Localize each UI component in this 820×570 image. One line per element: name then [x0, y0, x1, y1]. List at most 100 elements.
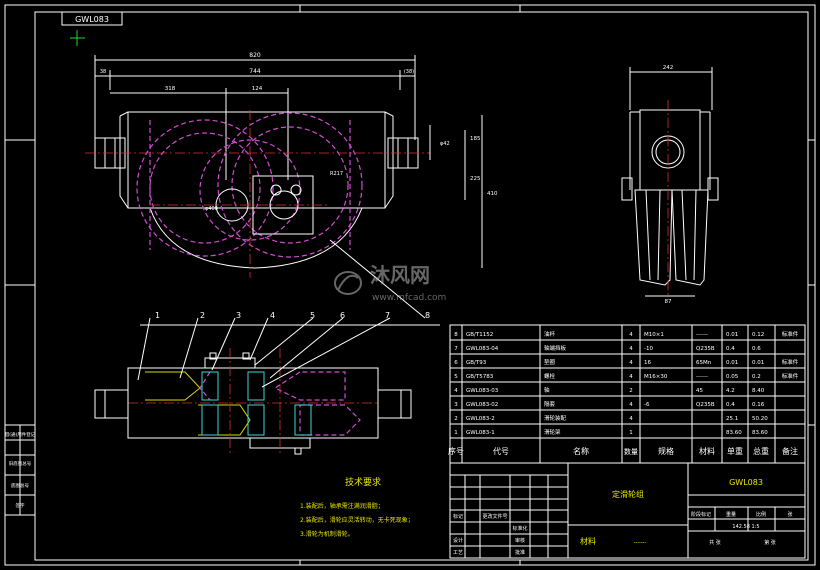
code-box-text: GWL083	[75, 15, 109, 24]
parts-cell-code: GWL083-2	[466, 416, 495, 422]
tb-scale-values: 142.58 1:5	[732, 524, 759, 530]
parts-cell-qty: 1	[629, 430, 633, 436]
parts-cell-material: Q235B	[696, 346, 715, 352]
dim-inner: 744	[249, 68, 261, 75]
parts-cell-name: 垫圈	[544, 358, 556, 366]
parts-cell-unit: 4.2	[726, 388, 735, 394]
parts-cell-no: 8	[454, 332, 458, 338]
header-name: 名称	[573, 446, 589, 456]
tech-req-3: 3.滑轮为机制滑轮。	[300, 530, 354, 538]
dim-right-end: (38)	[404, 69, 414, 75]
parts-cell-unit: 0.4	[726, 346, 735, 352]
parts-cell-unit: 0.01	[726, 332, 738, 338]
parts-cell-spec: -10	[644, 346, 653, 352]
parts-cell-qty: 4	[629, 374, 633, 380]
balloon-6: 6	[340, 311, 345, 320]
parts-cell-unit: 25.1	[726, 416, 738, 422]
parts-cell-total: 83.60	[752, 430, 768, 436]
header-qty: 数量	[624, 447, 638, 456]
material-label: 材料	[580, 536, 596, 546]
parts-cell-total: 8.40	[752, 388, 765, 394]
header-spec: 规格	[658, 446, 674, 456]
parts-cell-total: 50.20	[752, 416, 768, 422]
tech-req-2: 2.装配后，滑轮应灵活转动，无卡死现象；	[300, 516, 414, 524]
balloon-8: 8	[425, 311, 430, 320]
parts-cell-material: 45	[696, 388, 703, 394]
dim-overall: 820	[249, 52, 261, 59]
parts-cell-unit: 0.4	[726, 402, 735, 408]
tb-row-design: 设计	[453, 537, 463, 544]
margin-label-4: 签字	[16, 502, 25, 509]
parts-cell-material: ------	[696, 332, 708, 338]
parts-cell-code: GWL083-02	[466, 402, 498, 408]
tb-col-change: 更改文件号	[482, 513, 507, 520]
parts-cell-total: 0.01	[752, 360, 764, 366]
balloon-4: 4	[270, 311, 275, 320]
tech-req-title: 技术要求	[345, 476, 381, 488]
tb-label-sheet: 张	[787, 511, 792, 518]
parts-cell-unit: 0.05	[726, 374, 739, 380]
dim-height-b: 225	[470, 176, 481, 182]
parts-cell-material: 65Mn	[696, 360, 712, 366]
dim-total-height: 410	[487, 191, 498, 197]
tb-col-standard: 标准化	[512, 525, 527, 532]
balloon-leaders	[137, 239, 440, 388]
parts-cell-qty: 4	[629, 360, 633, 366]
parts-cell-no: 1	[454, 430, 458, 436]
balloon-1: 1	[155, 311, 160, 320]
tb-sheet-no: 第 张	[764, 539, 776, 546]
parts-cell-name: 隔套	[544, 400, 556, 408]
parts-cell-spec: M10×1	[644, 332, 664, 338]
parts-cell-code: GWL083-04	[466, 346, 499, 352]
dim-shaft-dia: φ42	[440, 141, 450, 147]
dim-left-end: 38	[100, 69, 106, 75]
tb-label-weight: 重量	[726, 511, 736, 518]
tb-label-scale: 比例	[756, 511, 766, 518]
code-box	[61, 11, 123, 26]
parts-cell-spec: 16	[644, 360, 651, 366]
side-view: 242 87	[621, 65, 719, 305]
drawing-title: 定滑轮组	[612, 489, 644, 499]
parts-list	[449, 324, 806, 464]
parts-cell-name: 滑轮架	[544, 428, 561, 436]
dim-center: 124	[252, 86, 263, 92]
parts-cell-no: 4	[454, 388, 458, 394]
parts-cell-code: GB/T93	[466, 360, 487, 366]
dim-radius: R217	[330, 171, 343, 177]
parts-cell-total: 0.16	[752, 402, 765, 408]
front-view: 820 744 38 (38) 318 124	[85, 52, 498, 278]
header-code: 代号	[493, 446, 509, 456]
parts-cell-qty: 2	[629, 388, 633, 394]
parts-cell-remark: 标准件	[782, 372, 799, 380]
parts-cell-code: GB/T1152	[466, 332, 493, 338]
parts-cell-name: 油杯	[544, 330, 556, 338]
section-view	[94, 348, 412, 455]
watermark-logo: 沐风网 www.mfcad.com	[334, 263, 446, 303]
tb-col-audit: 审核	[515, 537, 525, 544]
parts-cell-qty: 4	[629, 346, 633, 352]
parts-cell-spec: M16×30	[644, 374, 668, 380]
balloon-5: 5	[310, 311, 315, 320]
dim-diameter: φ400	[205, 206, 218, 212]
balloon-7: 7	[385, 311, 390, 320]
watermark-url: www.mfcad.com	[372, 293, 446, 303]
parts-cell-no: 2	[454, 416, 458, 422]
parts-cell-no: 5	[454, 374, 458, 380]
tb-row-mark: 标记	[453, 513, 463, 520]
header-seq: 序号	[448, 446, 464, 456]
tb-row-process: 工艺	[453, 550, 463, 556]
margin-label-1: 借(通)用件登记	[5, 431, 36, 438]
tech-req-1: 1.装配后，轴承需注满润滑脂；	[300, 502, 384, 510]
parts-cell-qty: 4	[629, 416, 633, 422]
watermark-name: 沐风网	[370, 263, 430, 287]
tb-col-approve: 批准	[515, 549, 525, 556]
parts-cell-name: 轴	[544, 386, 550, 394]
title-block	[449, 462, 806, 559]
dim-side-width: 242	[663, 65, 674, 71]
tb-label-stage: 阶段标记	[691, 511, 711, 518]
tb-sheet-total: 共 张	[709, 539, 721, 546]
parts-cell-remark: 标准件	[782, 358, 799, 366]
margin-label-3: 底图总号	[11, 482, 29, 489]
